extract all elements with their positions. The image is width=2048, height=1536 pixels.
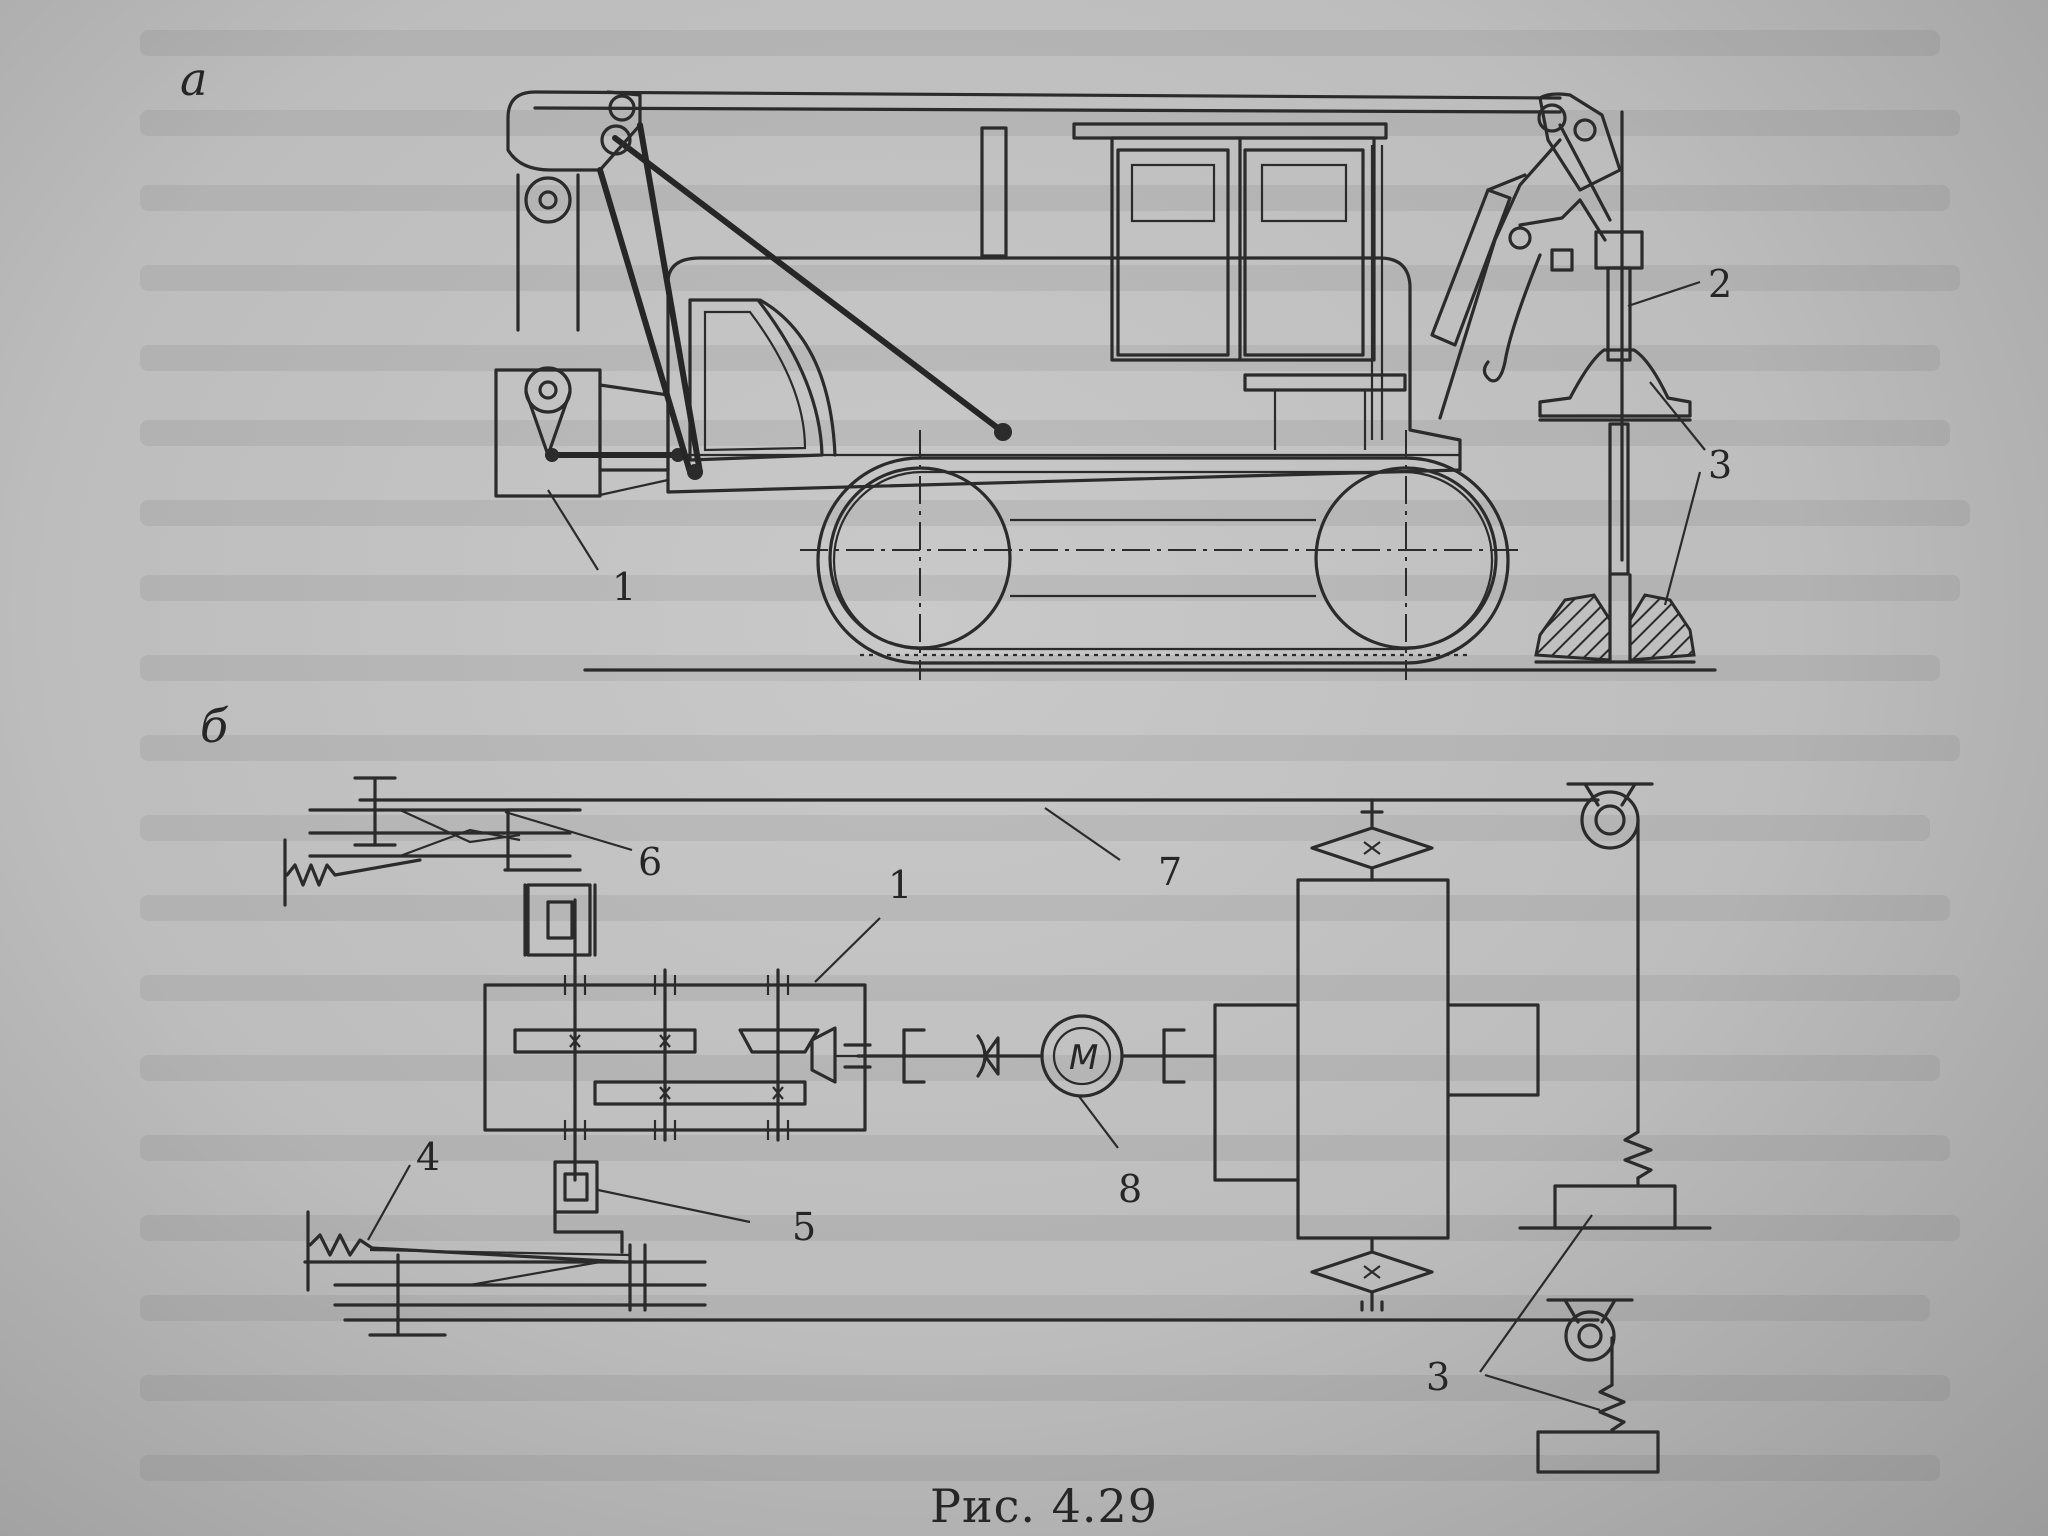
callout-a-1: 1	[612, 565, 636, 609]
callout-a-3: 3	[1708, 443, 1732, 487]
callout-b-6: 6	[638, 840, 662, 884]
leader-b7	[1044, 807, 1121, 861]
upper-clutch	[523, 883, 597, 957]
callout-a-2: 2	[1708, 262, 1732, 306]
leader-b5	[597, 1188, 751, 1224]
gearbox-1	[483, 898, 872, 1182]
leader-a3-bottom	[1663, 471, 1702, 606]
leader-b1	[814, 917, 881, 983]
lower-right-pulley	[1536, 1298, 1660, 1474]
tractor-machine-side-view	[494, 90, 1717, 680]
figure-caption: Рис. 4.29	[930, 1479, 1158, 1533]
callout-b-5: 5	[792, 1205, 816, 1249]
leader-b3-top	[1479, 1214, 1593, 1373]
callout-b-7: 7	[1158, 850, 1182, 894]
upper-winch-brake-6	[283, 776, 582, 907]
leader-b4	[367, 1164, 411, 1241]
front-mast-tamper	[1430, 92, 1696, 664]
crawler-track	[800, 430, 1520, 680]
part-b-label: б	[200, 699, 229, 753]
operator-cab	[1072, 122, 1407, 450]
leader-a1	[547, 489, 599, 571]
lower-clutch-5	[553, 1160, 624, 1254]
kinematic-scheme: M	[283, 776, 1712, 1474]
tractor-body	[612, 126, 1462, 494]
leader-b3-bottom	[1484, 1373, 1601, 1412]
callout-b-3: 3	[1426, 1355, 1450, 1399]
callout-b-8: 8	[1118, 1167, 1142, 1211]
motor-symbol: M	[1069, 1038, 1098, 1078]
leader-b6	[504, 810, 633, 852]
leader-a2	[1627, 280, 1701, 308]
lower-winch-brake-4	[303, 1210, 707, 1337]
rear-counterweight-1	[494, 122, 703, 498]
callout-b-4: 4	[416, 1135, 440, 1179]
part-a-label: а	[180, 52, 207, 106]
leader-b8	[1077, 1094, 1119, 1149]
callout-b-1: 1	[888, 863, 912, 907]
drive-shaft	[856, 1028, 1217, 1084]
leader-a3-top	[1649, 381, 1706, 451]
upper-right-pulley	[1518, 782, 1712, 1230]
working-unit-block	[1213, 798, 1540, 1312]
upper-beam	[506, 90, 1562, 332]
